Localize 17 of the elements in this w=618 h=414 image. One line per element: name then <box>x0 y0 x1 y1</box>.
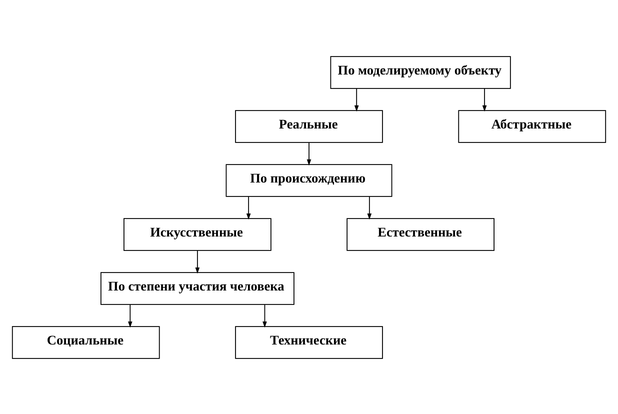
node-box: Естественные <box>346 218 494 250</box>
node-box: Реальные <box>235 110 383 142</box>
arrow <box>195 250 200 274</box>
arrow <box>306 142 312 166</box>
node-box: По происхождению <box>226 164 392 196</box>
arrow <box>262 304 267 328</box>
arrow <box>128 304 132 328</box>
node-box: Абстрактные <box>458 110 606 142</box>
node-box: Технические <box>235 326 383 358</box>
node-box: Социальные <box>12 326 160 358</box>
arrow <box>482 88 487 112</box>
arrow <box>354 88 359 112</box>
node-box: По моделируемому объекту <box>330 56 511 88</box>
node-box: По степени участия человека <box>100 272 294 304</box>
arrow <box>367 196 372 220</box>
arrow <box>246 196 251 220</box>
node-box: Искусственные <box>124 218 272 250</box>
